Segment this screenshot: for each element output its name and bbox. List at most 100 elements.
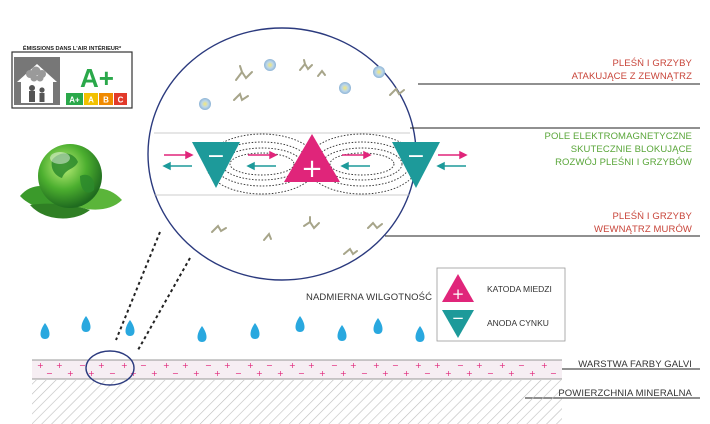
badge-scale-label: B	[103, 96, 109, 105]
charge-sign: −	[457, 361, 464, 370]
charge-sign: +	[67, 369, 74, 378]
mold-hypha-icon	[367, 221, 383, 230]
anode-right: −	[392, 142, 440, 188]
charge-sign: +	[499, 361, 506, 370]
charge-sign: −	[424, 369, 431, 378]
cathode-center: +	[284, 134, 340, 184]
label-mold-outside-line2: ATAKUJĄCE Z ZEWNĄTRZ	[571, 71, 692, 82]
mold-hypha-icon	[389, 87, 405, 96]
charge-sign: −	[392, 361, 399, 370]
charge-sign: +	[224, 361, 231, 370]
charge-sign: +	[319, 369, 326, 378]
charge-sign: −	[46, 369, 53, 378]
charge-sign: +	[340, 369, 347, 378]
charge-sign: +	[277, 369, 284, 378]
charge-sign: +	[541, 361, 548, 370]
water-drop-icon	[295, 316, 305, 332]
badge-scale-label: C	[118, 96, 124, 105]
charge-sign: +	[121, 361, 128, 370]
label-mold-outside-line1: PLEŚŃ I GRZYBY	[612, 58, 692, 69]
charge-sign: −	[361, 369, 368, 378]
water-drop-icon	[337, 325, 347, 341]
charge-sign: −	[109, 369, 116, 378]
charge-sign: +	[214, 369, 221, 378]
mold-hypha-icon	[343, 247, 358, 256]
charge-sign: −	[518, 361, 525, 370]
mold-hypha-icon	[303, 216, 320, 230]
charge-sign: −	[172, 369, 179, 378]
badge-rating: A+	[80, 63, 114, 93]
charge-sign: +	[529, 369, 536, 378]
mold-hypha-icon	[263, 232, 272, 241]
spore-icon	[199, 98, 211, 110]
charge-sign: +	[308, 361, 315, 370]
charge-sign: +	[182, 361, 189, 370]
charge-sign: +	[508, 369, 515, 378]
water-drop-icon	[125, 320, 135, 336]
charge-sign: +	[415, 361, 422, 370]
label-moisture: NADMIERNA WILGOTNOŚĆ	[306, 292, 433, 303]
charge-sign: −	[298, 369, 305, 378]
charge-sign: +	[445, 369, 452, 378]
charge-sign: −	[79, 361, 86, 370]
charge-sign: +	[476, 361, 483, 370]
moisture-droplets	[40, 316, 425, 342]
label-mold-outside: PLEŚŃ I GRZYBY ATAKUJĄCE Z ZEWNĄTRZ	[572, 57, 692, 83]
water-drop-icon	[415, 326, 425, 342]
legend-cathode-icon: +	[442, 274, 474, 303]
badge-scale-label: A	[88, 96, 94, 105]
spores-outside	[199, 59, 385, 110]
label-mold-inside: PLEŚŃ I GRZYBY WEWNĄTRZ MURÓW	[594, 210, 692, 236]
charge-sign: +	[256, 369, 263, 378]
globe-leaves-icon	[20, 144, 122, 219]
charge-sign: +	[56, 361, 63, 370]
charge-sign: −	[235, 369, 242, 378]
mold-hypha-icon	[299, 59, 313, 71]
badge-scale-chip	[66, 93, 83, 105]
house-icon	[14, 57, 60, 105]
zoom-source-ellipse	[85, 350, 135, 386]
charge-sign: −	[140, 361, 147, 370]
charge-sign: +	[466, 369, 473, 378]
charge-sign: +	[350, 361, 357, 370]
charge-sign: +	[247, 361, 254, 370]
label-field-line2: SKUTECZNIE BLOKUJĄCE	[570, 144, 692, 155]
legend-anode-label: ANODA CYNKU	[487, 318, 549, 328]
svg-text:−: −	[452, 309, 465, 327]
charge-sign: +	[37, 361, 44, 370]
charge-sign: +	[163, 361, 170, 370]
badge-scale-chip	[84, 93, 98, 105]
label-field-line1: POLE ELEKTROMAGNETYCZNE	[544, 131, 692, 142]
charge-sign: +	[434, 361, 441, 370]
charge-sign: +	[382, 369, 389, 378]
charge-sign: +	[289, 361, 296, 370]
current-arrows	[162, 150, 468, 171]
charge-sign: +	[403, 369, 410, 378]
legend-anode-icon: −	[442, 309, 474, 338]
label-mineral-surface: POWIERZCHNIA MINERALNA	[558, 388, 692, 399]
charge-sign: −	[266, 361, 273, 370]
mold-hypha-icon	[211, 224, 227, 233]
mold-hypha-icon	[233, 92, 249, 102]
mineral-surface-hatch	[32, 380, 562, 424]
label-field: POLE ELEKTROMAGNETYCZNE SKUTECZNIE BLOKU…	[545, 130, 692, 169]
badge-title: ÉMISSIONS DANS L'AIR INTÉRIEUR*	[23, 44, 122, 52]
svg-text:−: −	[207, 144, 225, 169]
water-drop-icon	[250, 323, 260, 339]
svg-text:+: +	[301, 154, 323, 184]
water-drop-icon	[81, 316, 91, 332]
water-drop-icon	[197, 326, 207, 342]
badge-scale-chip	[114, 93, 127, 105]
charge-sign: −	[205, 361, 212, 370]
paint-charges: +−++−++−++−++−++−++−++−++−++−++−++−++−++…	[37, 361, 557, 378]
anode-left: −	[192, 142, 240, 188]
spore-icon	[339, 82, 351, 94]
mold-hyphae	[211, 59, 405, 256]
charge-sign: +	[88, 369, 95, 378]
mold-hypha-icon	[317, 69, 326, 77]
water-drop-icon	[40, 323, 50, 339]
charge-sign: −	[487, 369, 494, 378]
